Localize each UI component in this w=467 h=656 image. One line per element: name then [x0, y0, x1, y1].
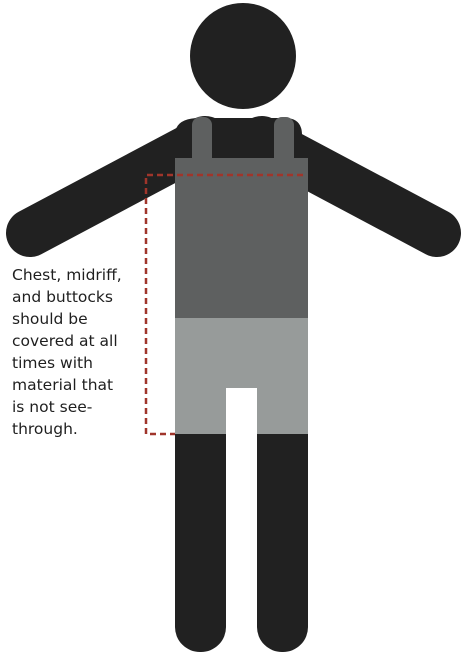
top-garment: [175, 158, 308, 318]
head: [190, 3, 296, 109]
left-leg: [175, 405, 226, 652]
bottom-garment: [175, 318, 308, 434]
right-leg: [257, 405, 308, 652]
coverage-caption: Chest, midriff, and buttocks should be c…: [12, 264, 152, 440]
